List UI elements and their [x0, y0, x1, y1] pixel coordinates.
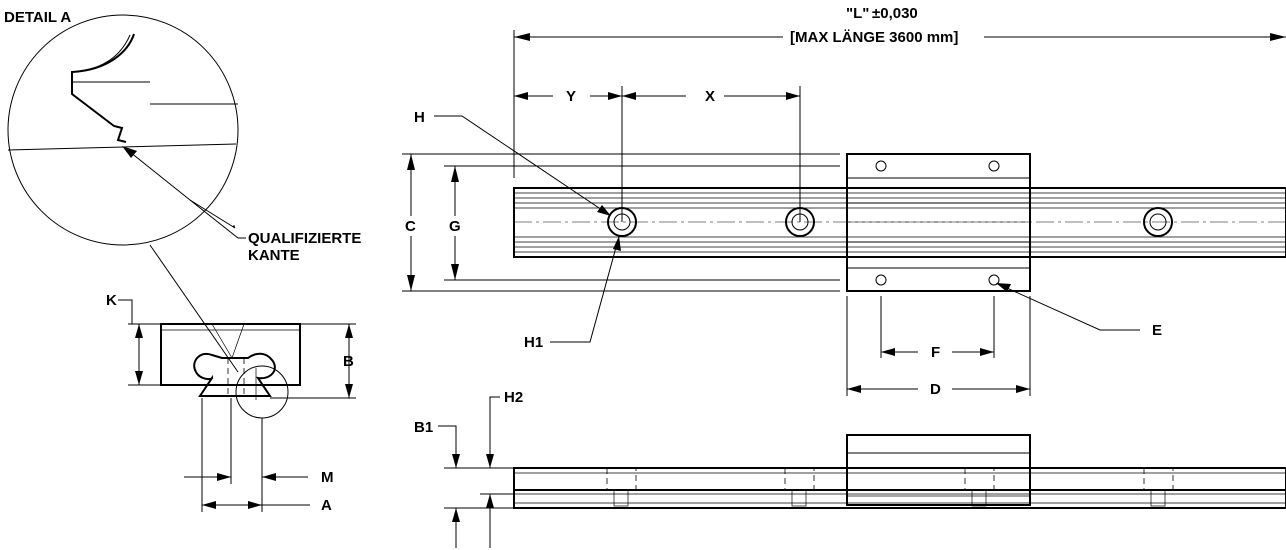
- label-h2: H2: [504, 389, 523, 406]
- detail-surface-line: [7, 143, 237, 151]
- edge-label-2: KANTE: [248, 247, 300, 264]
- block-outline: [160, 323, 301, 386]
- block-hole-3: [875, 274, 887, 286]
- edge-label-1: QUALIFIZIERTE: [248, 230, 361, 247]
- label-b: B: [343, 353, 354, 370]
- detail-circle: [7, 14, 239, 246]
- hidden-screw-2: [784, 468, 815, 507]
- dim-b: B: [270, 323, 356, 399]
- carriage-block: [846, 153, 1031, 292]
- dim-k: K: [106, 292, 161, 386]
- label-h1: H1: [524, 334, 543, 351]
- hidden-screw-4: [1143, 468, 1174, 507]
- detail-profile: [71, 33, 135, 143]
- side-view: H2 B1: [414, 389, 1286, 548]
- rail-hole-3: [1143, 207, 1173, 237]
- label-max-length: [MAX LÄNGE 3600 mm]: [790, 29, 958, 46]
- label-m: M: [321, 469, 334, 486]
- rail-profile: [193, 352, 276, 397]
- label-l: "L": [846, 5, 869, 22]
- qualified-edge-callout: QUALIFIZIERTE KANTE: [122, 146, 361, 264]
- block-hole-4: [988, 274, 1000, 286]
- label-c: C: [405, 218, 416, 235]
- detail-a-title: DETAIL A: [4, 9, 71, 26]
- rail-hole-2: [785, 207, 815, 237]
- label-tolerance: ±0,030: [872, 5, 918, 22]
- end-view: [160, 323, 301, 419]
- label-k: K: [106, 292, 117, 309]
- label-y: Y: [566, 88, 576, 105]
- detail-a-view: DETAIL A: [4, 9, 239, 373]
- label-b1: B1: [414, 419, 433, 436]
- dim-m-a: M A: [184, 398, 334, 514]
- rail-hole-1: [607, 207, 637, 237]
- block-hole-1: [875, 160, 887, 172]
- hidden-screw-1: [606, 468, 637, 507]
- label-d: D: [930, 381, 941, 398]
- detail-leader: [149, 244, 239, 373]
- label-a: A: [321, 497, 332, 514]
- label-e: E: [1152, 322, 1162, 339]
- label-h: H: [414, 109, 425, 126]
- top-view: "L" ±0,030 [MAX LÄNGE 3600 mm] Y X: [400, 5, 1286, 398]
- hidden-screw-3: [964, 468, 995, 507]
- label-f: F: [931, 344, 940, 361]
- label-g: G: [449, 218, 461, 235]
- rail-side: [513, 467, 1286, 509]
- block-hole-2: [988, 160, 1000, 172]
- carriage-side: [846, 434, 1031, 506]
- label-x: X: [705, 88, 715, 105]
